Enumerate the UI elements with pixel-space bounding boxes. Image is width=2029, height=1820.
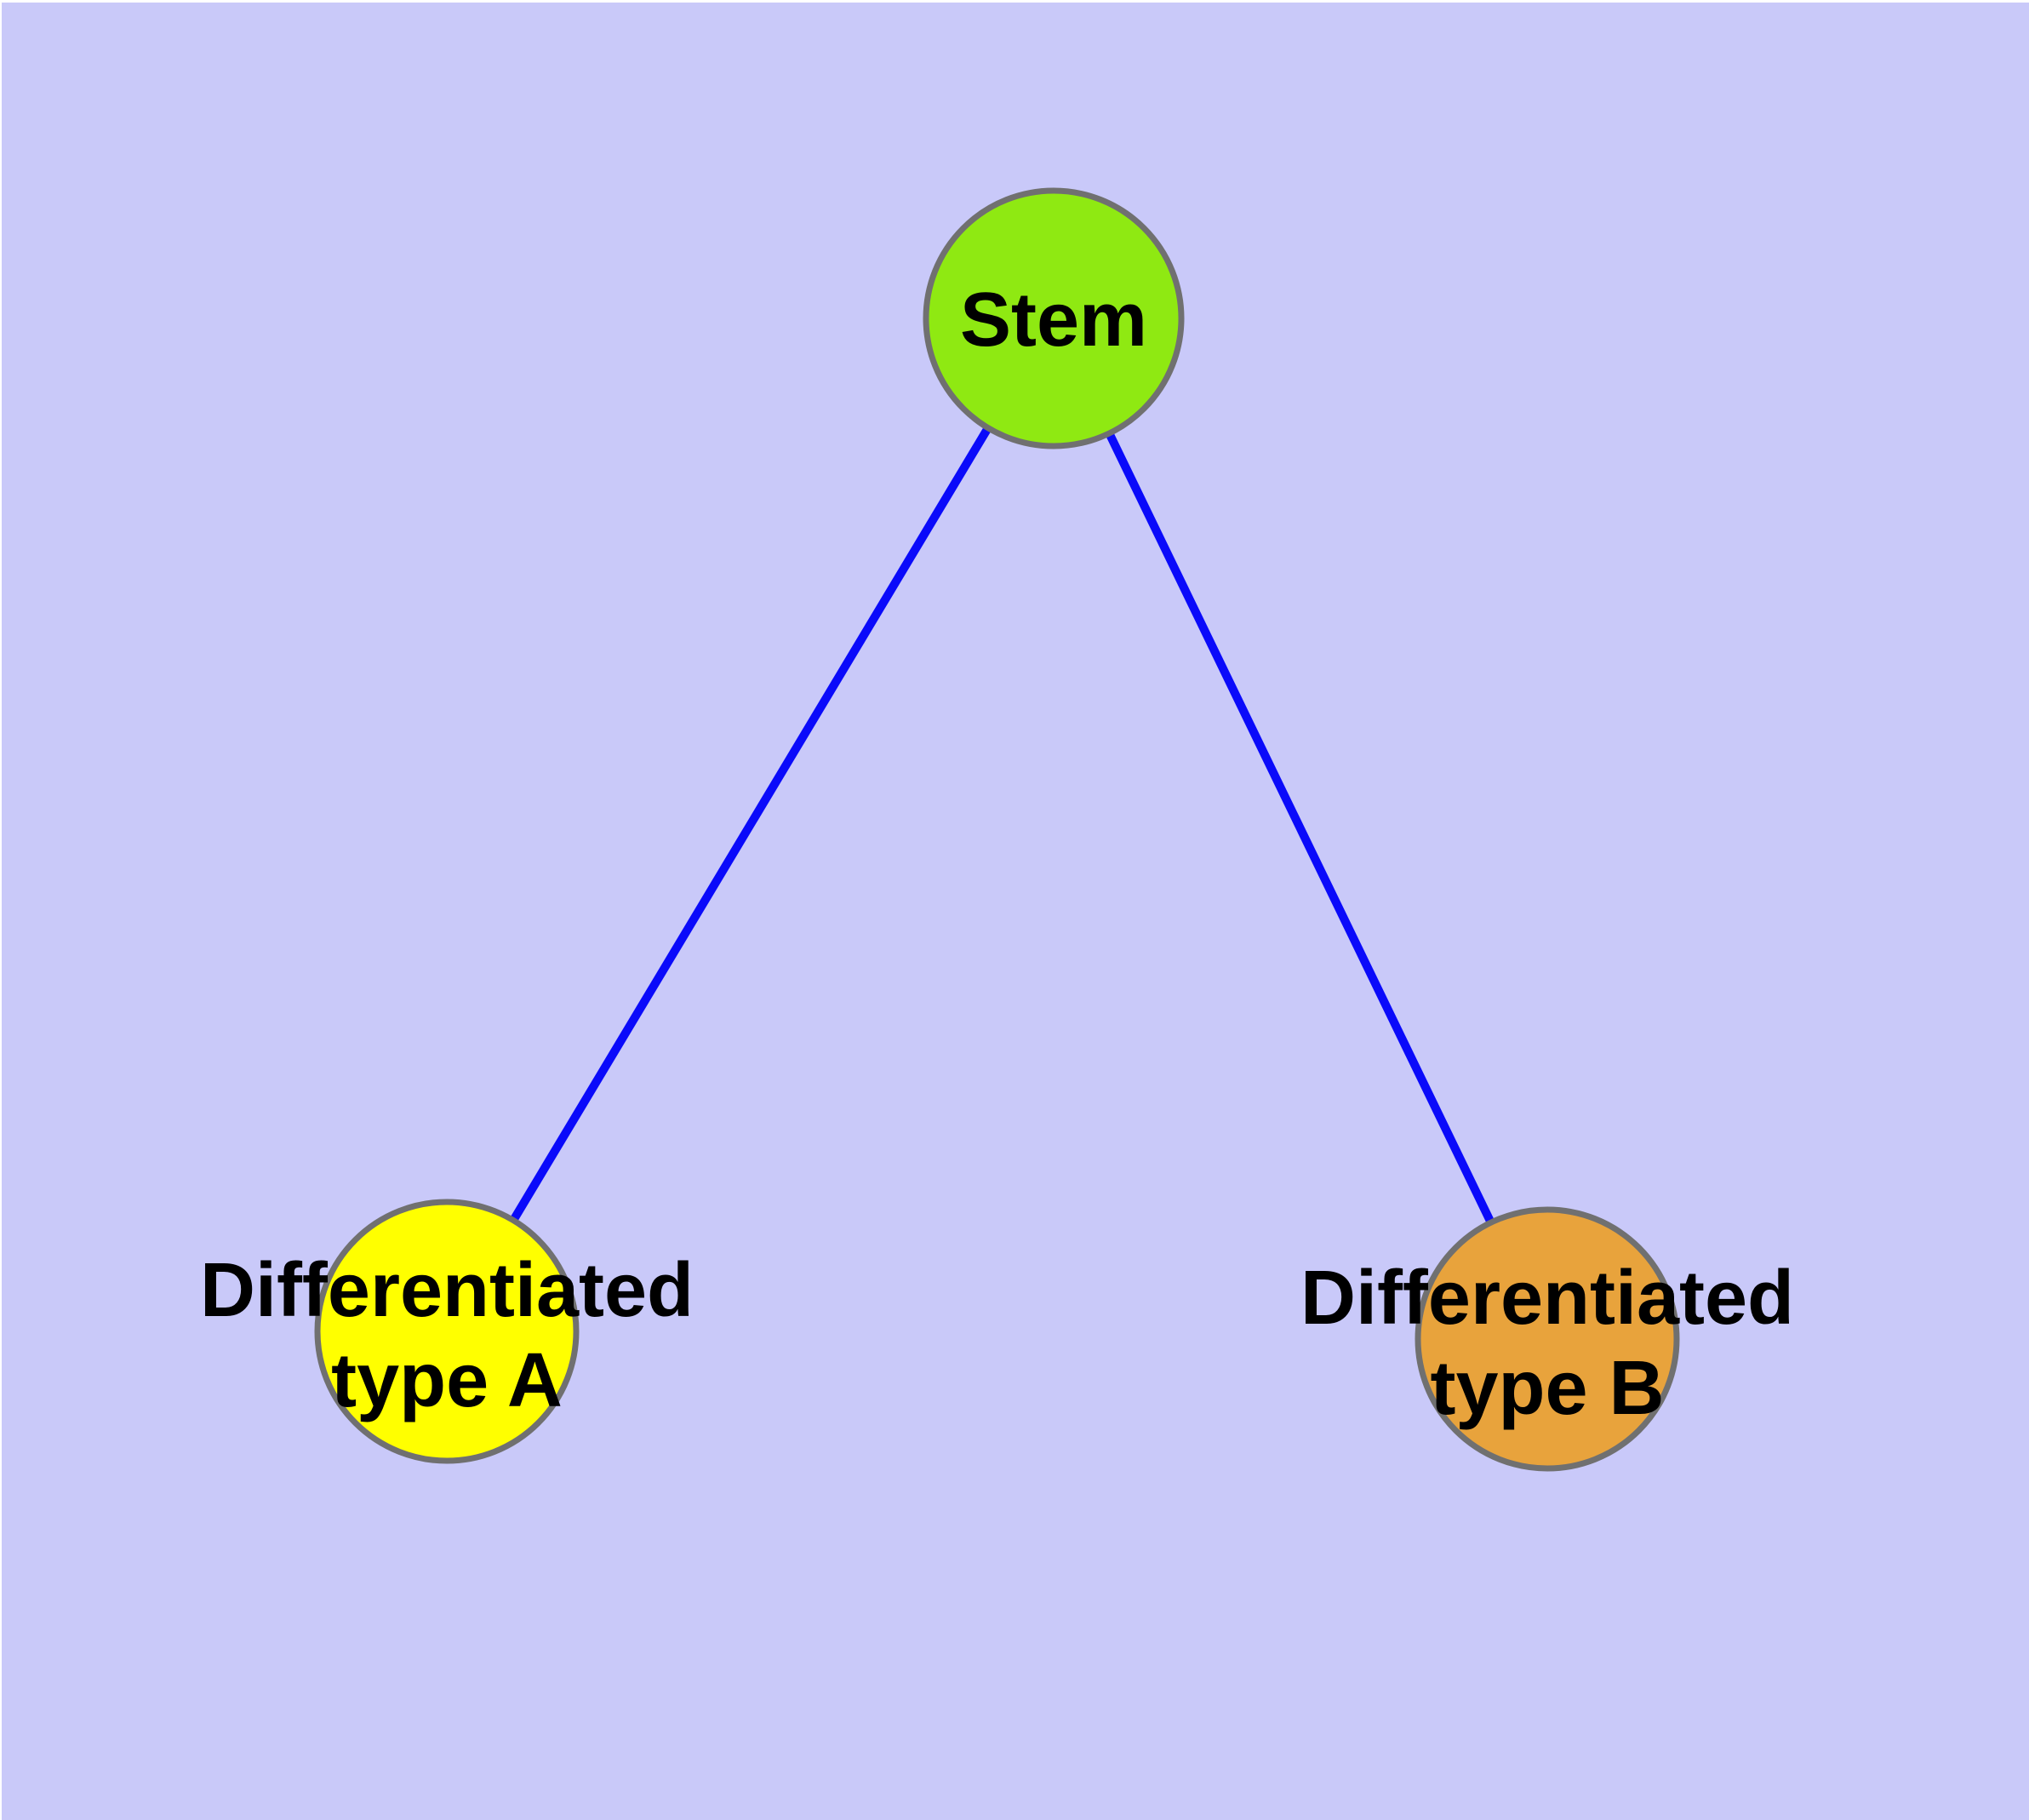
node-stem [923,187,1185,449]
edge-stem-to-type-b [1049,316,1552,1342]
node-label-type-a-line1: Differentiated [200,1248,694,1333]
node-differentiated-type-a [314,1199,580,1464]
node-label-type-a-line2: type A [331,1338,563,1423]
node-differentiated-type-b [1415,1206,1680,1472]
node-label-type-b-line1: Differentiated [1300,1256,1794,1341]
node-label-stem: Stem [960,278,1147,363]
node-label-type-b-line2: type B [1430,1346,1664,1431]
edge-stem-to-type-a [443,316,1058,1334]
